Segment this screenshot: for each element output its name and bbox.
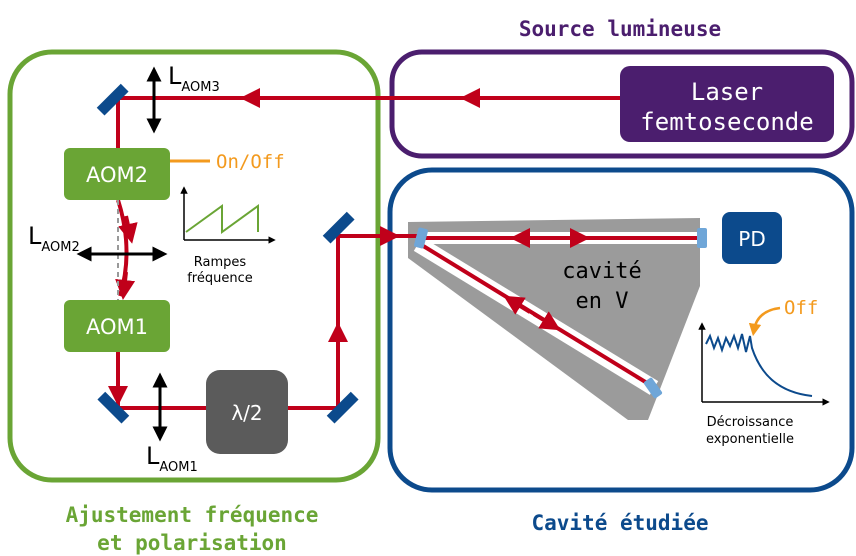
photodiode-label: PD (738, 227, 765, 251)
laser-box (620, 66, 834, 142)
cavity-label-line1: cavité (562, 259, 641, 284)
ramps-label-line1: Rampes (194, 255, 247, 270)
decay-label-line1: Décroissance (707, 415, 794, 430)
cavity-label-line2: en V (576, 289, 629, 314)
frequency-ramps-inset (180, 186, 276, 244)
laser-label-line2: femtoseconde (640, 108, 813, 136)
lens-aom2-label: LAOM2 (28, 222, 80, 255)
aom1-label: AOM1 (86, 315, 148, 339)
cavity-section-frame (387, 167, 855, 493)
decay-inset (698, 322, 830, 406)
source-section-frame (389, 49, 855, 159)
adjust-section-frame (7, 49, 381, 483)
beam-direction-arrows (108, 88, 590, 406)
mirror-top-right (322, 211, 355, 244)
half-wave-plate-label: λ/2 (231, 401, 262, 425)
half-wave-plate-box (206, 370, 288, 454)
aom2-box (64, 148, 170, 200)
off-label: Off (784, 297, 818, 319)
cavity-mirror-end (697, 228, 707, 248)
adjust-title-line2: et polarisation (97, 531, 287, 555)
aom1-box (64, 300, 170, 352)
ramps-label-line2: fréquence (187, 271, 253, 286)
aom2-label: AOM2 (86, 163, 148, 187)
adjust-title-line1: Ajustement fréquence (66, 503, 319, 527)
laser-label-line1: Laser (691, 78, 763, 106)
photodiode-box (722, 212, 782, 264)
lens-aom3-label: LAOM3 (168, 62, 220, 95)
decay-label-line2: exponentielle (706, 432, 794, 447)
onoff-label: On/Off (216, 151, 285, 173)
mirror-top-left (96, 83, 129, 116)
cavity-title: Cavité étudiée (531, 511, 708, 535)
off-pointer (748, 306, 781, 337)
cavity-mirror-fold (643, 377, 663, 399)
cavity-mirror-input (414, 227, 428, 249)
lens-aom1-label: LAOM1 (146, 442, 198, 475)
source-title: Source lumineuse (519, 17, 721, 41)
mirror-bottom-left (97, 391, 130, 424)
mirror-bottom-right (326, 391, 359, 424)
